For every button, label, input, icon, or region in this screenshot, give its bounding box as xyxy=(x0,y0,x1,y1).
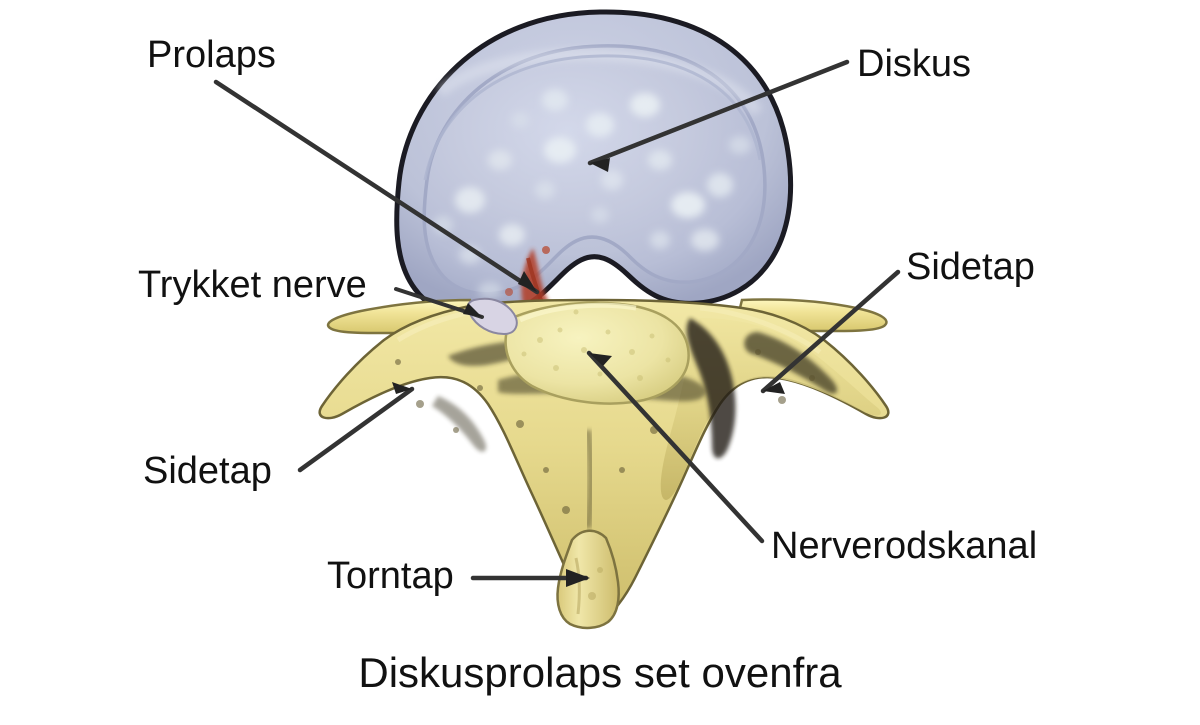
spinous-process xyxy=(556,529,620,630)
figure-caption: Diskusprolaps set ovenfra xyxy=(358,649,842,696)
label-trykket-nerve: Trykket nerve xyxy=(138,264,367,306)
leader-sidetap-right xyxy=(760,269,901,394)
shadow-midline xyxy=(584,429,595,529)
dural-edge xyxy=(518,302,637,323)
disc-speckles xyxy=(433,89,751,298)
spinous-pore-1 xyxy=(588,592,596,600)
leader-diskus xyxy=(587,59,850,172)
leader-trykket-nerve xyxy=(394,287,484,319)
leader-sidetap-left xyxy=(297,382,415,473)
cauda-texture xyxy=(521,309,671,381)
label-sidetap-right: Sidetap xyxy=(906,246,1035,288)
leader-lines-group xyxy=(213,59,901,587)
label-sidetap-left: Sidetap xyxy=(143,450,272,492)
leader-prolaps xyxy=(213,79,540,295)
shadow-left-notch xyxy=(432,396,487,452)
spinous-pore-2 xyxy=(597,567,603,573)
arch-highlight-right xyxy=(699,305,822,355)
leader-nerverodskanal xyxy=(586,350,765,544)
prolapse-fleck-1 xyxy=(542,246,550,254)
intervertebral-disc xyxy=(394,9,794,321)
leader-torntap xyxy=(470,569,590,587)
prolapse-fleck-2 xyxy=(505,288,513,296)
shadow-right-canal xyxy=(686,318,736,459)
label-torntap: Torntap xyxy=(327,555,454,597)
label-nerverodskanal: Nerverodskanal xyxy=(771,525,1038,567)
spinous-process-texture xyxy=(574,557,581,615)
label-prolaps: Prolaps xyxy=(147,34,276,76)
label-diskus: Diskus xyxy=(857,43,972,85)
spinal-canal-contents xyxy=(466,297,690,405)
